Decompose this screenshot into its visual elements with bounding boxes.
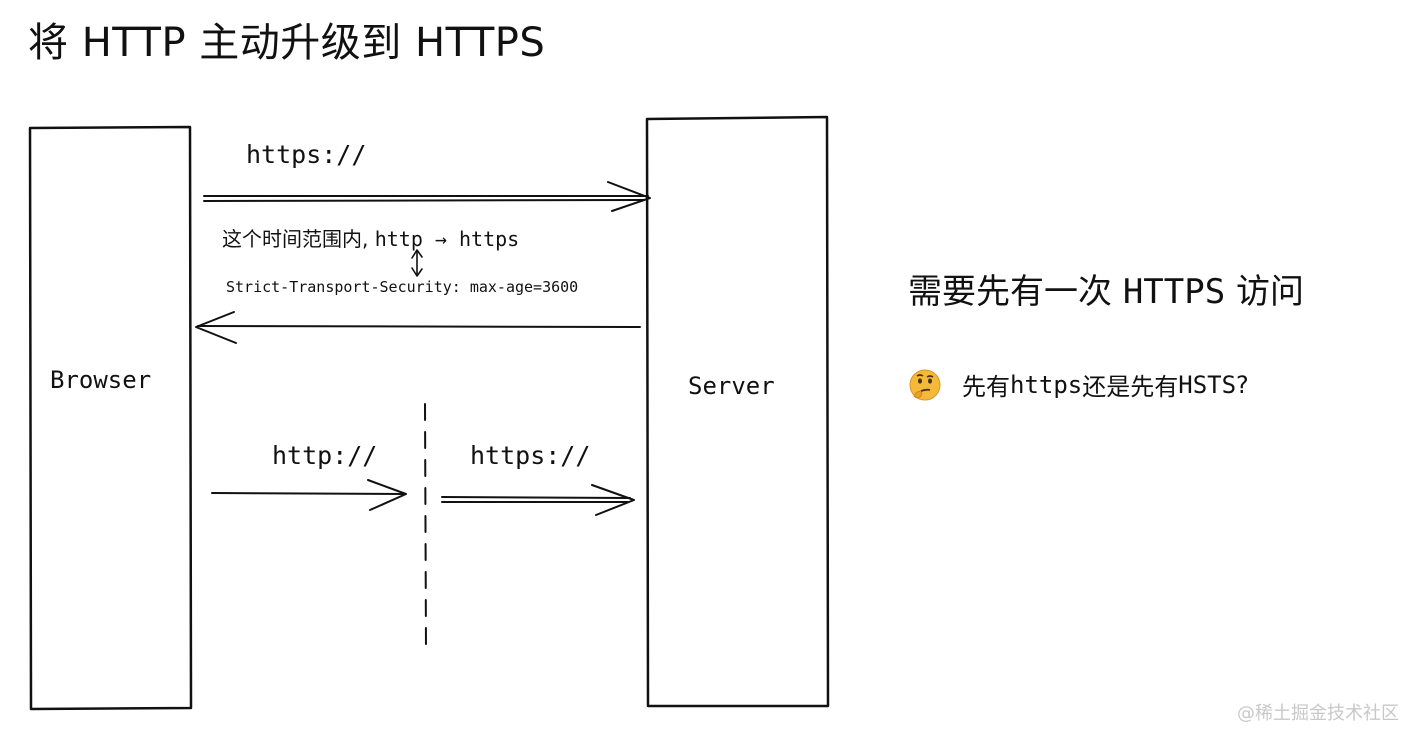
up-down-arrow <box>411 249 423 277</box>
hsts-response-arrow <box>195 311 641 344</box>
time-range-note-code: http → https <box>374 227 520 251</box>
slide-title: 将 HTTP 主动升级到 HTTPS <box>28 20 546 66</box>
time-range-note: 这个时间范围内, http → https <box>222 223 519 252</box>
side-heading-code: HTTPS <box>1122 272 1226 312</box>
https-bottom-label: https:// <box>470 441 591 470</box>
question-part1: 先有 <box>962 373 1010 401</box>
server-label: Server <box>688 372 775 400</box>
side-heading: 需要先有一次 HTTPS 访问 <box>908 264 1304 313</box>
side-heading-suffix: 访问 <box>1225 272 1304 312</box>
http-request-arrow <box>211 479 407 511</box>
https-top-label: https:// <box>246 140 367 169</box>
browser-label: Browser <box>50 366 152 394</box>
time-range-note-text: 这个时间范围内, <box>222 227 369 251</box>
question-part3: ? <box>1236 370 1249 399</box>
http-bottom-label: http:// <box>272 441 378 470</box>
question-code1: https <box>1010 370 1083 399</box>
question-code2: HSTS <box>1178 370 1237 399</box>
redirect-divider <box>424 403 427 651</box>
side-question: 先有 https 还是先有 HSTS ? <box>908 367 1249 402</box>
https-request-arrow <box>203 181 651 212</box>
hsts-header-label: Strict-Transport-Security: max-age=3600 <box>226 278 579 296</box>
server-box <box>645 115 830 708</box>
watermark: @稀土掘金技术社区 <box>1237 703 1399 724</box>
thinking-face-icon <box>909 369 941 400</box>
browser-box <box>28 125 193 711</box>
side-heading-prefix: 需要先有一次 <box>908 272 1123 312</box>
https-upgraded-arrow <box>441 484 635 516</box>
question-part2: 还是先有 <box>1082 373 1179 401</box>
